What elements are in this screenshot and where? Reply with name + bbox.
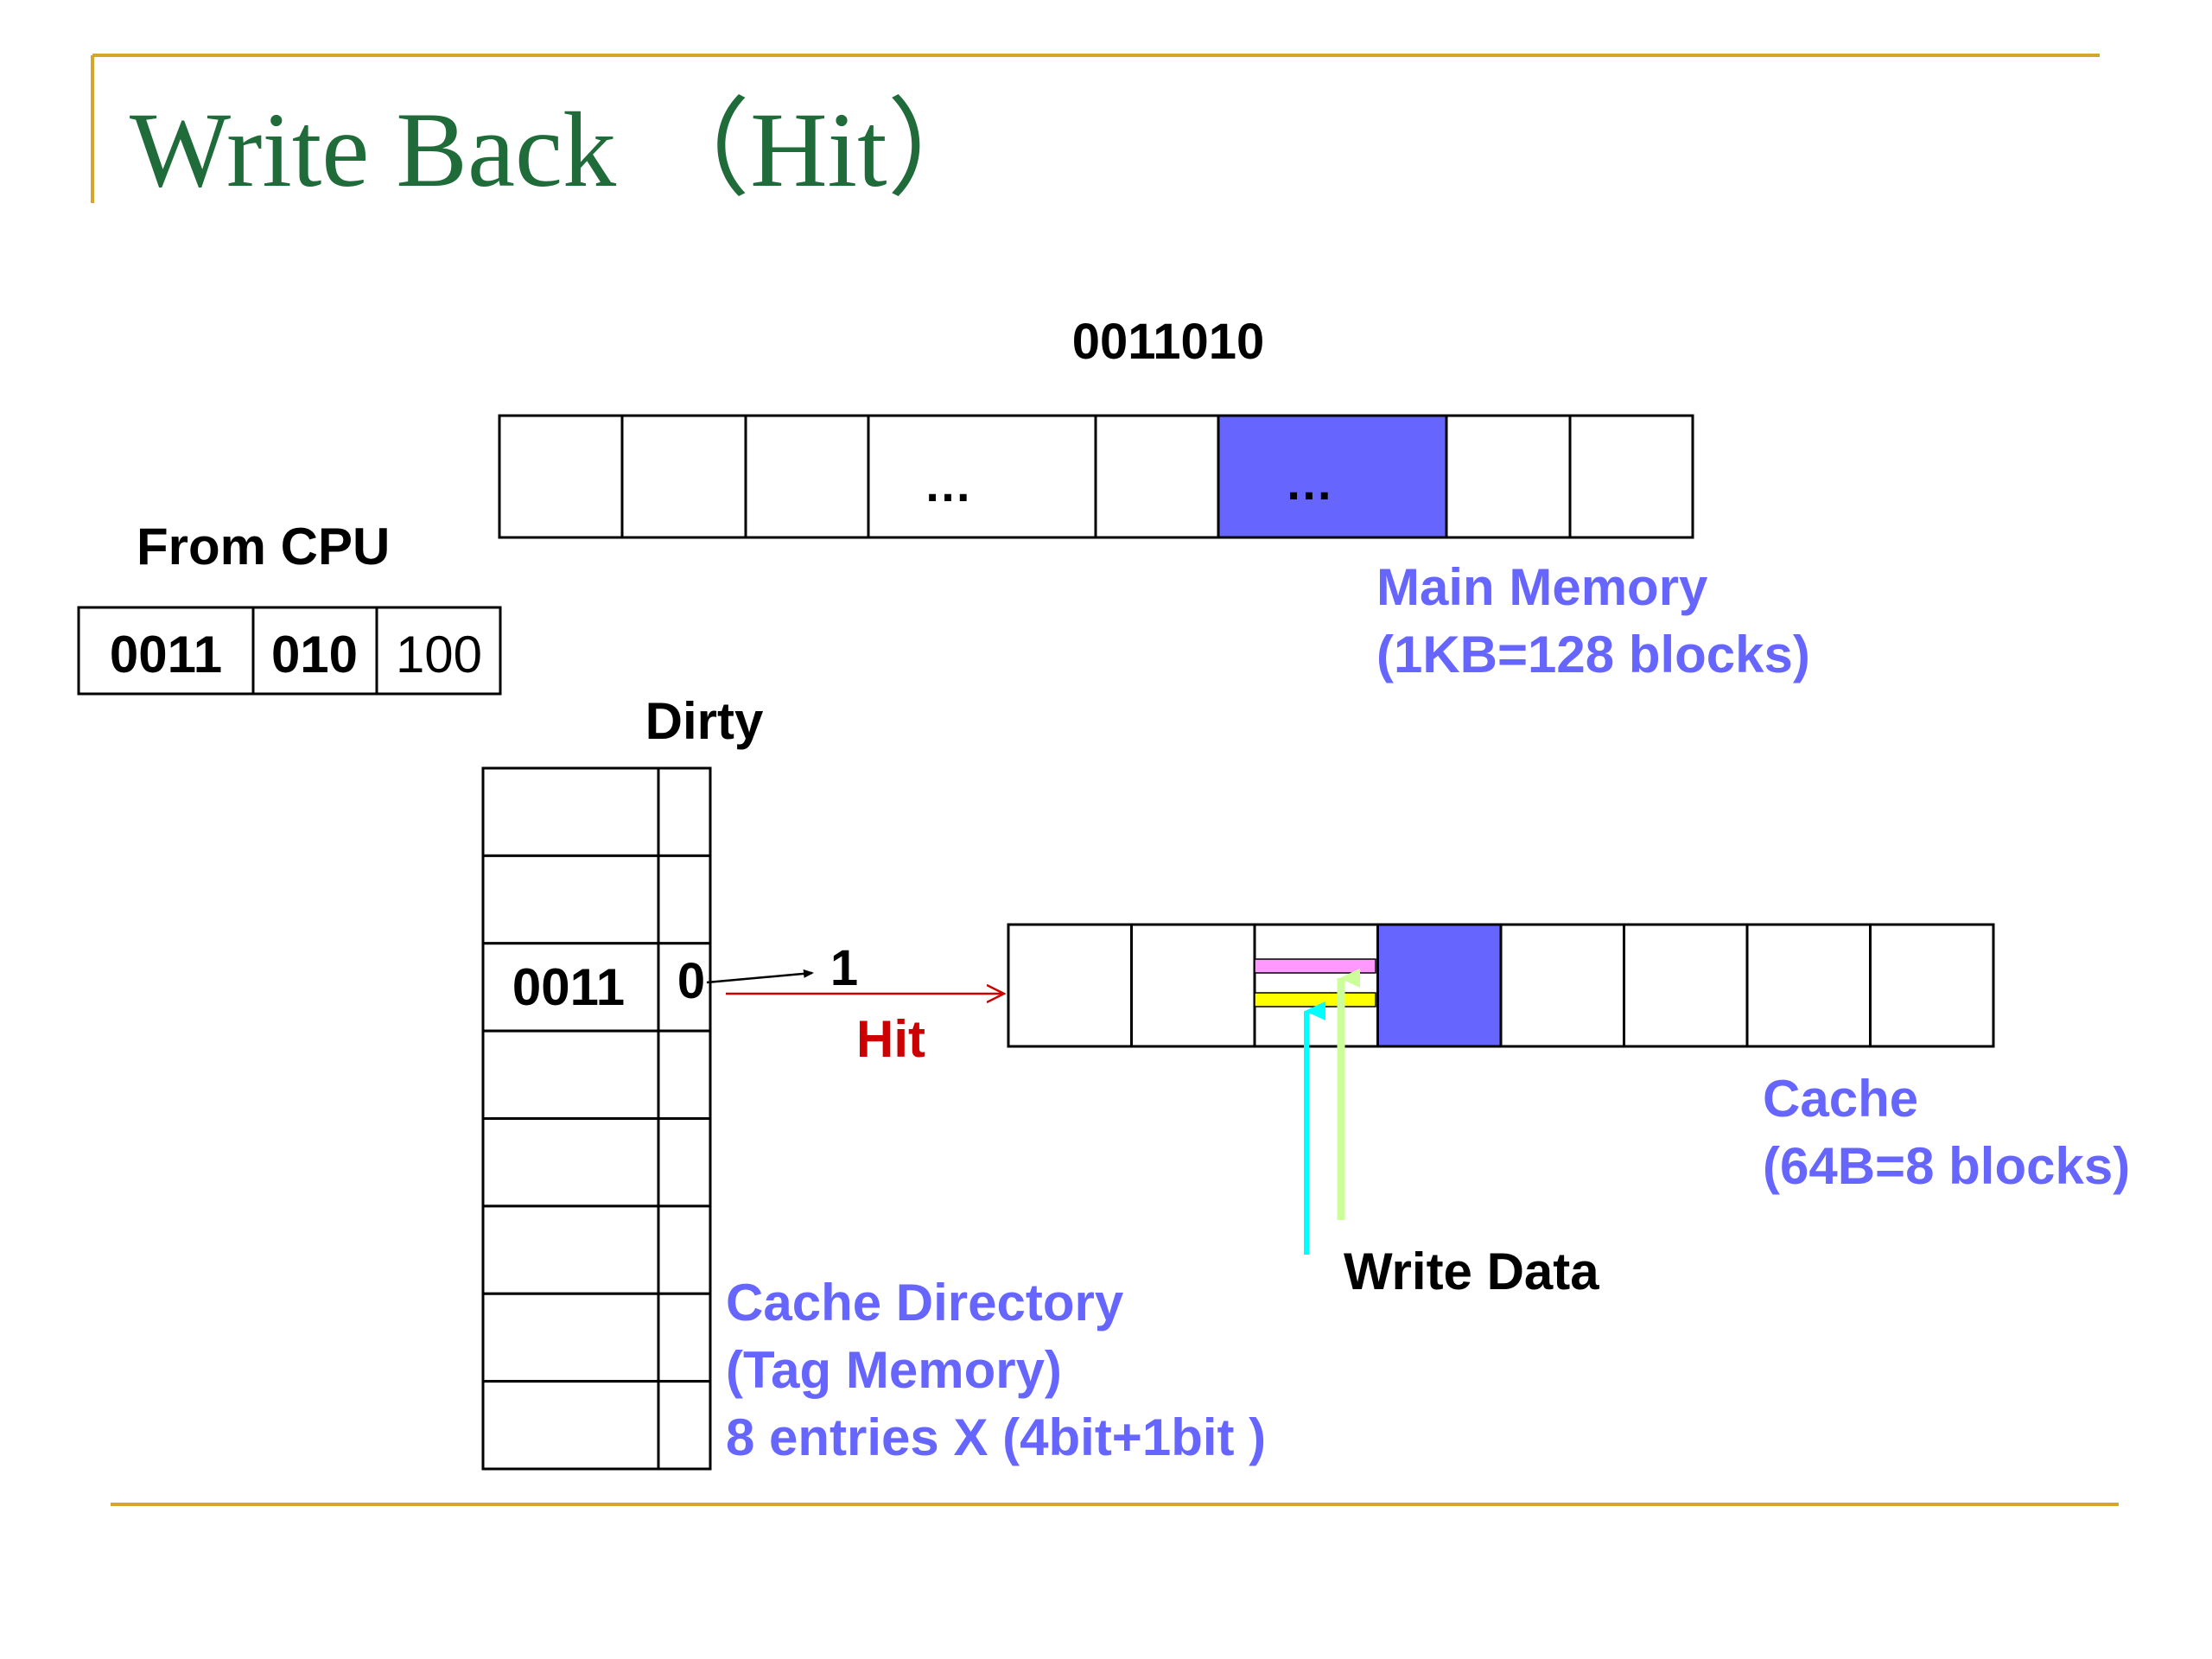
cache-row — [1007, 923, 1995, 1048]
cache-block — [1623, 923, 1749, 1048]
address-tag-field: 0011 — [110, 626, 222, 683]
directory-rows — [481, 766, 712, 1471]
dirty-update-arrow — [706, 969, 814, 984]
cache-size-label: (64B=8 blocks) — [1763, 1137, 2130, 1195]
cache-block — [1007, 923, 1133, 1048]
cache-block — [1745, 923, 1872, 1048]
cache-block — [1253, 923, 1379, 1048]
hit-label: Hit — [856, 1010, 925, 1068]
cpu-address: From CPU 0011 010 100 — [77, 518, 502, 696]
directory-dirty-cell — [657, 1117, 712, 1208]
directory-tag-cell — [481, 1205, 660, 1295]
directory-dirty-cell — [657, 942, 712, 1033]
main-memory-block — [1445, 414, 1572, 539]
cache-block-highlighted — [1376, 923, 1503, 1048]
main-memory-block — [1568, 414, 1694, 539]
main-memory-block-highlighted — [1217, 414, 1448, 539]
cache-block — [1869, 923, 1995, 1048]
address-offset-field: 100 — [396, 626, 482, 683]
memory-ellipsis-right: … — [1285, 455, 1333, 510]
main-memory-row — [498, 414, 1694, 539]
main-memory-block — [744, 414, 870, 539]
directory-tag-cell — [481, 854, 660, 945]
written-word-stripe — [1254, 958, 1376, 974]
from-cpu-label: From CPU — [137, 518, 390, 575]
directory-label: Cache Directory — [726, 1274, 1124, 1332]
cache-directory: Dirty 0011 0 1 Hit Cache Directory (Tag … — [481, 692, 1266, 1471]
memory-ellipsis-left: … — [924, 457, 972, 512]
directory-size-label: 8 entries X (4bit+1bit ) — [726, 1408, 1266, 1466]
main-memory-size-label: (1KB=128 blocks) — [1376, 626, 1810, 683]
directory-tag-value: 0011 — [512, 958, 625, 1016]
directory-dirty-cell — [657, 1205, 712, 1295]
cache: Write Data Cache (64B=8 blocks) — [1007, 923, 2130, 1300]
directory-tag-cell-hit — [481, 1029, 660, 1120]
written-word-stripe — [1254, 992, 1376, 1007]
main-memory-block — [620, 414, 747, 539]
cache-block — [1130, 923, 1256, 1048]
write-data-label: Write Data — [1344, 1243, 1599, 1300]
directory-tag-cell — [481, 1292, 660, 1383]
main-memory: 0011010 … … Main Memory (1KB=128 blocks) — [498, 314, 1810, 683]
slide-frame — [91, 54, 2119, 1506]
dirty-column-label: Dirty — [645, 692, 764, 750]
main-memory-block — [498, 414, 624, 539]
address-index-field: 010 — [271, 626, 358, 683]
main-memory-block — [1094, 414, 1220, 539]
address-box — [77, 606, 502, 696]
directory-dirty-cell — [657, 1292, 712, 1383]
directory-tag-cell — [481, 766, 660, 857]
directory-dirty-cell — [657, 854, 712, 945]
main-memory-block — [867, 414, 1097, 539]
dirty-bit-old: 0 — [677, 953, 705, 1009]
directory-dirty-cell — [657, 766, 712, 857]
cache-label: Cache — [1763, 1070, 1918, 1128]
memory-address-label: 0011010 — [1072, 314, 1265, 370]
dirty-bit-new: 1 — [830, 940, 858, 996]
cache-block — [1499, 923, 1625, 1048]
directory-tag-cell — [481, 1117, 660, 1208]
directory-dirty-cell — [657, 1380, 712, 1471]
directory-dirty-cell-hit — [657, 1029, 712, 1120]
slide-title: Write Back （Hit） — [130, 91, 995, 209]
directory-tag-cell — [481, 1380, 660, 1471]
directory-tag-cell — [481, 942, 660, 1033]
main-memory-label: Main Memory — [1376, 558, 1708, 616]
directory-subtitle-label: (Tag Memory) — [726, 1341, 1062, 1399]
